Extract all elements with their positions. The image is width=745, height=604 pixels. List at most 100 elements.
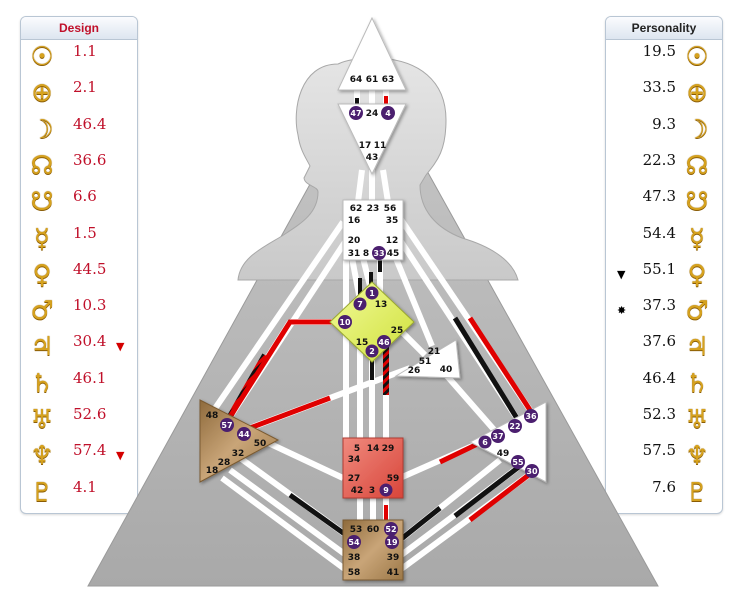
gate-30-marker bbox=[525, 464, 539, 478]
gate-54-marker bbox=[347, 535, 361, 549]
gate-26: 26 bbox=[408, 366, 421, 376]
gate-56: 56 bbox=[384, 204, 397, 214]
gate-1-marker bbox=[365, 286, 379, 300]
gate-1: 1 bbox=[369, 289, 375, 298]
gate-55-marker bbox=[511, 455, 525, 469]
gate-36-marker bbox=[524, 409, 538, 423]
pluto-icon: ♇ bbox=[30, 477, 54, 508]
mercury-icon: ☿ bbox=[689, 223, 705, 254]
gate-23: 23 bbox=[367, 204, 380, 214]
design-row-moon: ☽46.4 bbox=[21, 114, 137, 145]
design-row-neptune: ♆ 57.4 ▼ bbox=[21, 441, 137, 472]
gate-19: 19 bbox=[386, 538, 398, 547]
gate-46-marker bbox=[377, 335, 391, 349]
channel-18-58 bbox=[220, 475, 348, 573]
personality-row-uranus: ♅52.3 bbox=[606, 405, 722, 435]
venus-icon: ♀ bbox=[687, 259, 707, 290]
neptune-icon: ♆ bbox=[685, 441, 709, 472]
gate-38: 38 bbox=[348, 553, 361, 563]
channel-28-38 bbox=[228, 467, 348, 558]
active-44 bbox=[249, 395, 331, 431]
design-row-earth: ⊕2.1 bbox=[21, 78, 137, 108]
gate-32: 32 bbox=[232, 449, 245, 459]
spleen-center bbox=[199, 399, 280, 483]
design-panel: Design ☉1.1⊕2.1☽46.4☊36.6☋6.6☿1.5♀44.5♂1… bbox=[20, 16, 138, 514]
channel-11-56 bbox=[380, 169, 391, 203]
down-triangle-icon: ▼ bbox=[116, 449, 125, 463]
personality-value: 37.6 bbox=[642, 332, 676, 351]
down-triangle-icon: ▼ bbox=[116, 340, 125, 354]
gate-41: 41 bbox=[387, 568, 400, 578]
personality-row-mercury: ☿54.4 bbox=[606, 223, 722, 254]
design-row-uranus: ♅52.6 bbox=[21, 405, 137, 435]
personality-row-mars: ♂37.3✸ bbox=[606, 296, 722, 327]
head-center bbox=[337, 16, 407, 91]
design-row-sun: ☉1.1 bbox=[21, 42, 137, 72]
personality-value: 57.5 bbox=[642, 441, 676, 460]
design-row-pluto: ♇ 4.1 bbox=[21, 477, 137, 508]
design-value: 10.3 bbox=[73, 296, 107, 315]
design-value: 57.4 bbox=[73, 441, 107, 460]
active-54 bbox=[288, 492, 348, 538]
gate-22-marker bbox=[508, 419, 522, 433]
design-value: 1.1 bbox=[73, 42, 97, 60]
gate-25: 25 bbox=[391, 326, 404, 336]
gate-18: 18 bbox=[206, 466, 219, 476]
personality-value: 37.3 bbox=[642, 296, 676, 315]
earth-icon: ⊕ bbox=[686, 78, 708, 109]
gate-10: 10 bbox=[339, 318, 351, 327]
gate-16: 16 bbox=[348, 216, 361, 226]
gate-37-marker bbox=[491, 429, 505, 443]
personality-panel: Personality ☉19.5⊕33.5☽9.3☊22.3☋47.3☿54.… bbox=[605, 16, 723, 514]
gate-6: 6 bbox=[482, 438, 488, 447]
gate-4-marker bbox=[381, 106, 395, 120]
personality-value: 33.5 bbox=[642, 78, 676, 97]
design-value: 6.6 bbox=[73, 187, 97, 206]
gate-47: 47 bbox=[350, 109, 361, 118]
design-value: 30.4 bbox=[73, 332, 107, 351]
g-center bbox=[329, 281, 415, 363]
gate-52: 52 bbox=[385, 525, 396, 534]
gate-7-marker bbox=[353, 297, 367, 311]
gate-8: 8 bbox=[363, 249, 369, 259]
saturn-icon: ♄ bbox=[30, 368, 54, 399]
channel-50-27 bbox=[260, 437, 345, 481]
gate-31: 31 bbox=[348, 249, 361, 259]
active-19 bbox=[398, 506, 442, 542]
neptune-icon: ♆ bbox=[30, 441, 54, 472]
saturn-icon: ♄ bbox=[685, 368, 709, 399]
gate-3: 3 bbox=[369, 486, 375, 496]
design-value: 46.4 bbox=[73, 114, 107, 133]
gate-45: 45 bbox=[387, 249, 400, 259]
gate-52-marker bbox=[384, 522, 398, 536]
design-value: 2.1 bbox=[73, 78, 97, 97]
design-value: 1.5 bbox=[73, 223, 97, 242]
gate-59: 59 bbox=[387, 474, 400, 484]
gate-28: 28 bbox=[218, 458, 231, 468]
gate-39: 39 bbox=[387, 553, 400, 563]
jupiter-icon: ♃ bbox=[685, 332, 709, 363]
gate-36: 36 bbox=[525, 412, 537, 421]
mars-icon: ♂ bbox=[685, 296, 709, 327]
gate-33-marker bbox=[372, 246, 386, 260]
personality-value: 55.1 bbox=[642, 259, 676, 278]
gate-34: 34 bbox=[348, 455, 361, 465]
channel-40-37 bbox=[437, 366, 499, 434]
gate-4: 4 bbox=[385, 109, 391, 118]
design-row-venus: ♀44.5 bbox=[21, 259, 137, 290]
gate-2: 2 bbox=[369, 347, 375, 356]
uranus-icon: ♅ bbox=[685, 405, 709, 435]
design-value: 52.6 bbox=[73, 405, 107, 423]
head-silhouette bbox=[237, 57, 519, 281]
design-value: 44.5 bbox=[73, 259, 107, 278]
gate-14: 14 bbox=[367, 444, 380, 454]
gate-30: 30 bbox=[526, 467, 538, 476]
active-22 bbox=[452, 316, 521, 422]
gate-49: 49 bbox=[497, 449, 510, 459]
design-value: 4.1 bbox=[73, 477, 97, 496]
personality-value: 9.3 bbox=[652, 114, 676, 133]
design-value: 36.6 bbox=[73, 150, 107, 169]
gate-53: 53 bbox=[350, 525, 363, 535]
gate-2-marker bbox=[365, 344, 379, 358]
